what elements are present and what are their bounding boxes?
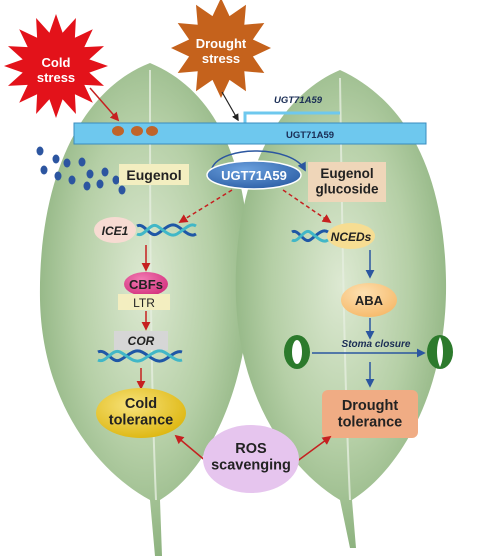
aba-node (341, 283, 397, 317)
dna-helix-nceds (291, 229, 329, 243)
cold-tolerance-node (96, 388, 186, 438)
ugt-gene-bar (73, 122, 427, 145)
dna-helix-cor (97, 349, 183, 363)
dashed-arrow-to-ice1 (178, 189, 233, 223)
cbfs-node (124, 272, 168, 296)
ugt71a59-enzyme (206, 160, 302, 190)
dna-helix-ice1 (136, 223, 197, 237)
open-stoma-icon (284, 335, 310, 369)
ugt-gene-bar-label: UGT71A59 (286, 130, 334, 141)
ice1-label: ICE1 (102, 224, 129, 238)
regulatory-elements (112, 126, 158, 136)
drought-stress-arrow (221, 91, 239, 122)
ugt-mrna-label: UGT71A59 (274, 95, 323, 106)
ugt-mrna-line (243, 111, 340, 124)
nceds-node (327, 223, 375, 249)
nceds-label: NCEDs (331, 230, 372, 244)
eugenol-molecules (36, 146, 126, 195)
translation-arc (211, 150, 306, 172)
ros-scavenging-node (203, 425, 299, 493)
ltr-label: LTR (133, 296, 155, 310)
cold-stress-arrow (89, 87, 120, 122)
arrow-ros-to-drought (295, 435, 332, 463)
eugenol-box (119, 164, 189, 185)
cor-label: COR (128, 334, 155, 348)
ice1-node (94, 217, 136, 243)
ugt71a59-enzyme-label: UGT71A59 (221, 168, 287, 183)
eugenol-glucoside-box (308, 162, 386, 202)
dashed-arrow-to-nceds (282, 189, 332, 224)
stoma-closure-label: Stoma closure (342, 339, 411, 350)
cbfs-label: CBFs (129, 277, 163, 292)
ltr-box (118, 294, 170, 310)
aba-label: ABA (355, 293, 384, 308)
cor-box (114, 331, 168, 350)
arrow-ros-to-cold (174, 434, 208, 463)
drought-tolerance-node (322, 390, 418, 438)
closed-stoma-icon (427, 335, 453, 369)
eugenol-label: Eugenol (126, 167, 181, 183)
